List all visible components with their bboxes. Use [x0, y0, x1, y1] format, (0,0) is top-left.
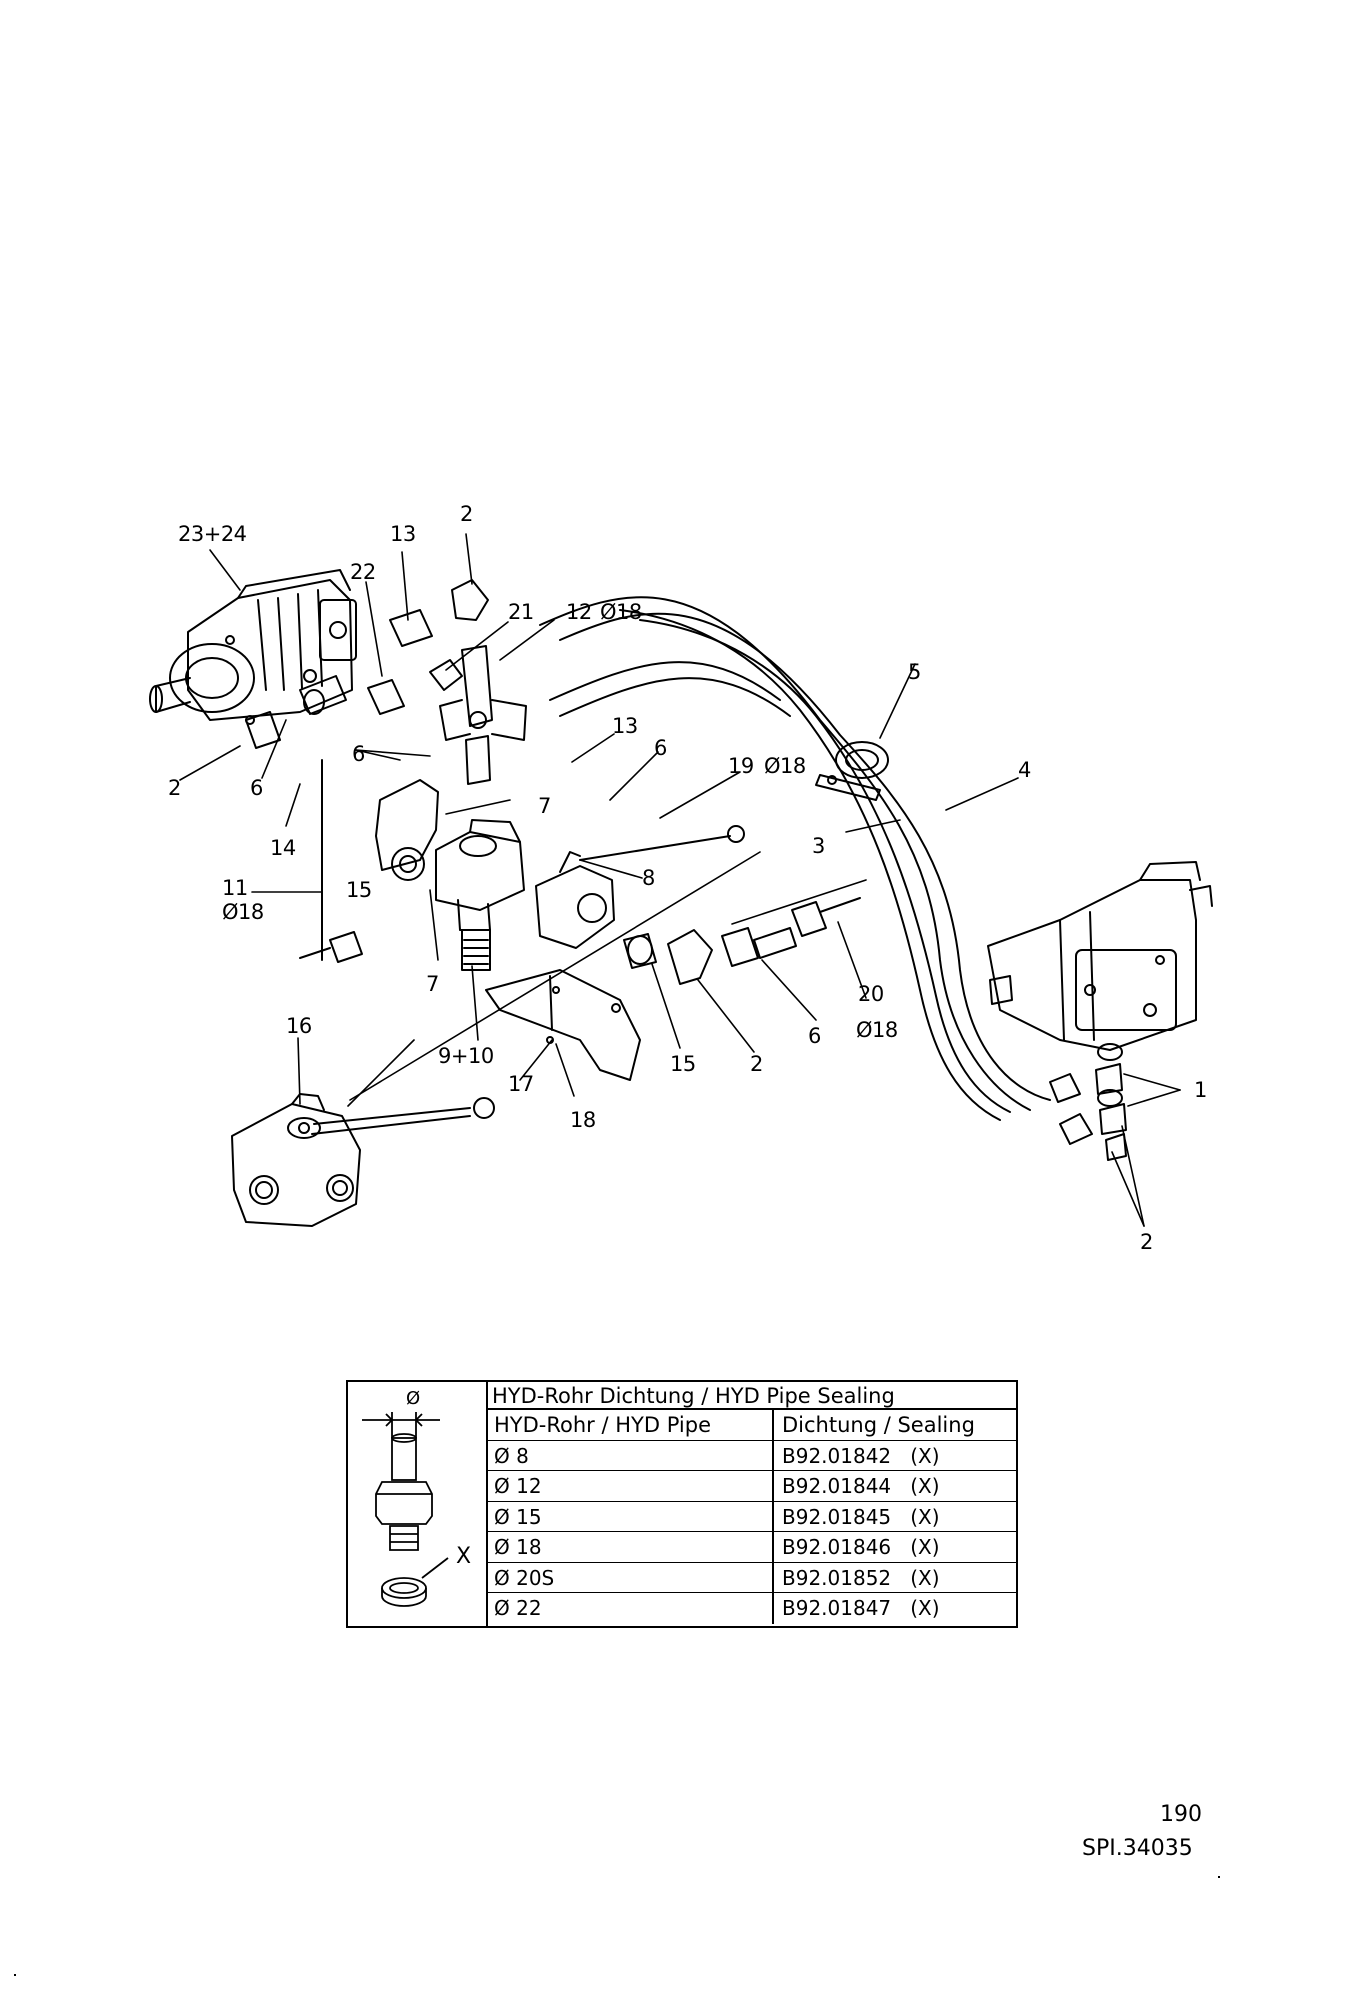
col-header-pipe: HYD-Rohr / HYD Pipe	[488, 1410, 774, 1440]
callout-5: 5	[908, 660, 921, 684]
callout-6-left: 6	[250, 776, 263, 800]
seal-cell: B92.01847 (X)	[782, 1596, 940, 1620]
pipe-cell: Ø 18	[488, 1532, 774, 1562]
pipe-cell: Ø 20S	[488, 1562, 774, 1592]
valve-block-right	[535, 825, 745, 949]
seal-cell: B92.01846 (X)	[782, 1535, 940, 1559]
pipe-cell: Ø 15	[488, 1501, 774, 1531]
table-row: Ø 15 B92.01845 (X)	[488, 1501, 1016, 1532]
control-valve-right	[987, 861, 1213, 1051]
ball-valve-16	[231, 1093, 495, 1227]
seal-cell: B92.01852 (X)	[782, 1565, 940, 1590]
mounting-plate	[485, 969, 641, 1081]
callout-20: 20	[858, 982, 884, 1006]
pipe-sealing-table: Ø X HYD-Rohr Dichtung / HYD Pipe Sealing…	[346, 1380, 1018, 1628]
hydraulic-pump	[149, 569, 357, 725]
callout-1: 1	[1194, 1078, 1207, 1102]
fitting-11	[299, 759, 363, 963]
callout-d18-20: Ø18	[856, 1018, 898, 1042]
callout-22: 22	[350, 560, 376, 584]
fittings-at-control-valve	[1049, 1043, 1127, 1161]
callout-d18-19: Ø18	[764, 754, 806, 778]
pipe-cell: Ø 8	[488, 1440, 774, 1470]
callout-9-10: 9+10	[438, 1044, 494, 1068]
seal-x-label: X	[456, 1544, 472, 1569]
table-title: HYD-Rohr Dichtung / HYD Pipe Sealing	[488, 1382, 1016, 1410]
leader-lines	[179, 533, 1181, 1227]
callout-7-lower: 7	[426, 972, 439, 996]
callout-15-left: 15	[346, 878, 372, 902]
callout-3: 3	[812, 834, 825, 858]
callout-21: 21	[508, 600, 534, 624]
table-row: Ø 20S B92.01852 (X)	[488, 1562, 1016, 1593]
col-header-seal: Dichtung / Sealing	[782, 1413, 975, 1437]
callout-16: 16	[286, 1014, 312, 1038]
scan-speck	[14, 1974, 16, 1976]
callout-14: 14	[270, 836, 296, 860]
callout-6-right: 6	[654, 736, 667, 760]
fittings-right-row	[623, 897, 861, 985]
callout-4: 4	[1018, 758, 1031, 782]
table-row: Ø 8 B92.01842 (X)	[488, 1440, 1016, 1471]
callout-19: 19	[728, 754, 754, 778]
pipe-cell: Ø 12	[488, 1471, 774, 1501]
seal-grid: HYD-Rohr Dichtung / HYD Pipe Sealing HYD…	[488, 1382, 1016, 1626]
callout-7-upper: 7	[538, 794, 551, 818]
callout-15-mid: 15	[670, 1052, 696, 1076]
callout-17: 17	[508, 1072, 534, 1096]
callout-2-mid: 2	[750, 1052, 763, 1076]
callout-d18-12: Ø18	[600, 600, 642, 624]
diameter-label: Ø	[406, 1388, 421, 1409]
page-number: 190	[1160, 1802, 1202, 1827]
callout-8: 8	[642, 866, 655, 890]
callout-6-low: 6	[808, 1024, 821, 1048]
callout-18: 18	[570, 1108, 596, 1132]
drawing-number: SPI.34035	[1082, 1836, 1193, 1861]
seal-cell: B92.01844 (X)	[782, 1474, 940, 1498]
table-row: Ø 12 B92.01844 (X)	[488, 1471, 1016, 1502]
table-row: Ø 22 B92.01847 (X)	[488, 1593, 1016, 1624]
tee-fitting-central	[439, 645, 527, 785]
seal-cell: B92.01842 (X)	[782, 1443, 940, 1468]
callout-23-24: 23+24	[178, 522, 247, 546]
valve-body-9-10	[435, 819, 525, 971]
callout-11: 11	[222, 876, 248, 900]
table-header-row: HYD-Rohr / HYD Pipe Dichtung / Sealing	[488, 1410, 1016, 1441]
callout-2-left: 2	[168, 776, 181, 800]
callout-d18-11: Ø18	[222, 900, 264, 924]
table-row: Ø 18 B92.01846 (X)	[488, 1532, 1016, 1563]
fittings-pump-area	[245, 579, 489, 749]
callout-12: 12	[566, 600, 592, 624]
valve-block-left	[375, 779, 439, 881]
hose-lines	[539, 596, 1051, 1121]
scan-speck	[1218, 1876, 1220, 1878]
callout-2-top: 2	[460, 502, 473, 526]
pipe-cell: Ø 22	[488, 1593, 774, 1624]
seal-cell: B92.01845 (X)	[782, 1504, 940, 1529]
hose-clamp	[815, 741, 889, 801]
pipe-seal-illustration	[362, 1412, 449, 1607]
callout-2-right: 2	[1140, 1230, 1153, 1254]
pipe-seal-figure: Ø X	[348, 1382, 488, 1626]
callout-13-top: 13	[390, 522, 416, 546]
callout-6-mid: 6	[352, 742, 365, 766]
callout-13-mid: 13	[612, 714, 638, 738]
